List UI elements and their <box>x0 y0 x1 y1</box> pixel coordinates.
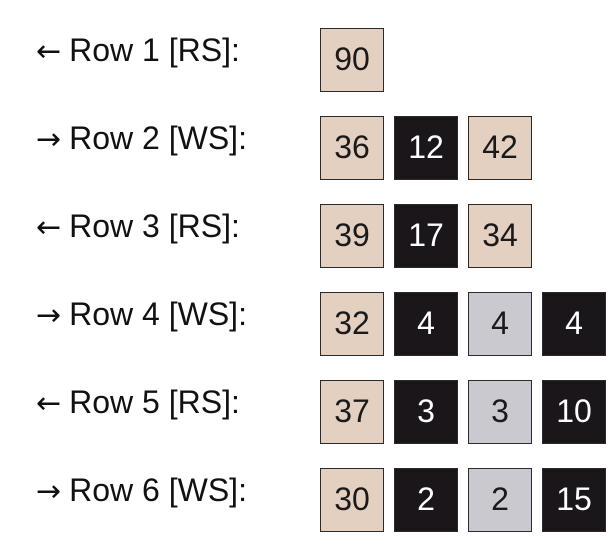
row-1: ←Row 1 [RS]: 90 <box>0 28 611 94</box>
row-label-text: Row 6 [WS]: <box>69 472 247 508</box>
stitch-cell: 90 <box>320 28 384 92</box>
stitch-cell: 17 <box>394 204 458 268</box>
arrow-left-icon: ← <box>36 34 62 69</box>
stitch-cell: 12 <box>394 116 458 180</box>
stitch-cell: 2 <box>394 468 458 532</box>
stitch-cell: 10 <box>542 380 606 444</box>
stitch-cell: 15 <box>542 468 606 532</box>
row-label: ←Row 5 [RS]: <box>36 382 240 422</box>
stitch-cell: 3 <box>468 380 532 444</box>
stitch-cell: 30 <box>320 468 384 532</box>
stitch-cell: 36 <box>320 116 384 180</box>
stitch-cell: 34 <box>468 204 532 268</box>
arrow-right-icon: → <box>36 122 62 157</box>
row-label: →Row 6 [WS]: <box>36 470 247 510</box>
row-label-text: Row 2 [WS]: <box>69 120 247 156</box>
row-label-text: Row 1 [RS]: <box>69 32 240 68</box>
row-label-text: Row 3 [RS]: <box>69 208 240 244</box>
stitch-cell: 32 <box>320 292 384 356</box>
row-label-text: Row 4 [WS]: <box>69 296 247 332</box>
row-label: →Row 2 [WS]: <box>36 118 247 158</box>
stitch-cell: 2 <box>468 468 532 532</box>
row-label: ←Row 1 [RS]: <box>36 30 240 70</box>
row-label-text: Row 5 [RS]: <box>69 384 240 420</box>
row-label: ←Row 3 [RS]: <box>36 206 240 246</box>
stitch-cell: 3 <box>394 380 458 444</box>
arrow-left-icon: ← <box>36 210 62 245</box>
stitch-cell: 4 <box>468 292 532 356</box>
stitch-cell: 37 <box>320 380 384 444</box>
row-label: →Row 4 [WS]: <box>36 294 247 334</box>
stitch-cell: 39 <box>320 204 384 268</box>
stitch-cell: 4 <box>394 292 458 356</box>
stitch-cell: 42 <box>468 116 532 180</box>
stitch-cell: 4 <box>542 292 606 356</box>
arrow-right-icon: → <box>36 298 62 333</box>
arrow-left-icon: ← <box>36 386 62 421</box>
arrow-right-icon: → <box>36 474 62 509</box>
